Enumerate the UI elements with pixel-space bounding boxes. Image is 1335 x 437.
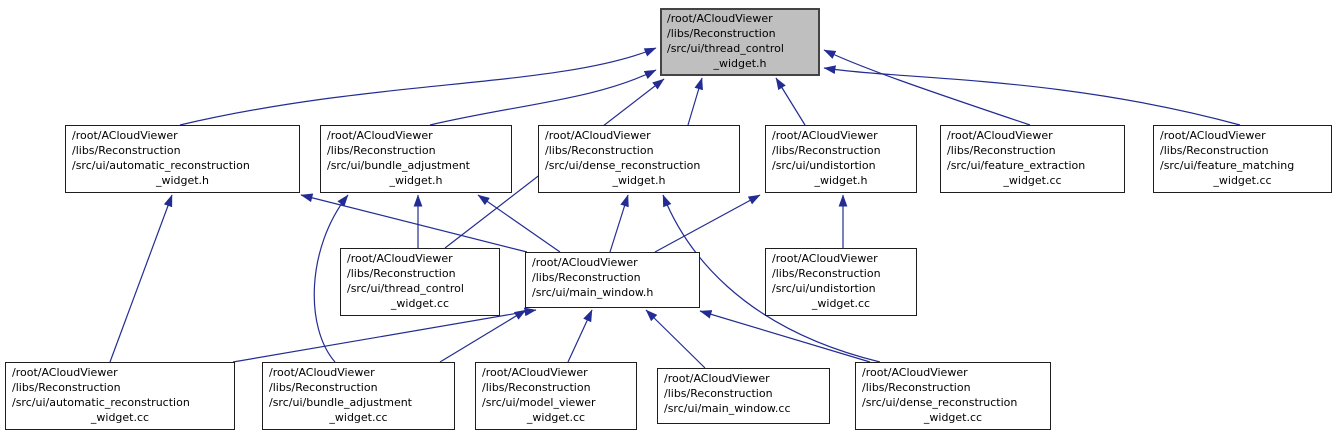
node-dense-reconstruction-widget-cc[interactable]: /root/ACloudViewer/libs/Reconstruction/s… bbox=[855, 362, 1051, 430]
node-label-line: /libs/Reconstruction bbox=[862, 381, 971, 394]
node-label-line: /src/ui/model_viewer bbox=[482, 396, 596, 409]
node-label-line: /src/ui/feature_matching bbox=[1160, 159, 1295, 172]
edge-bundle-adjustment-widget-cc-to-bundle-adjustment-widget-h bbox=[313, 194, 349, 363]
node-undistortion-widget-cc[interactable]: /root/ACloudViewer/libs/Reconstruction/s… bbox=[765, 248, 917, 316]
node-label-line: /root/ACloudViewer bbox=[12, 366, 118, 379]
node-label-line: /src/ui/bundle_adjustment bbox=[269, 396, 412, 409]
node-label-line: /src/ui/main_window.cc bbox=[664, 402, 791, 415]
edge-model-viewer-widget-cc-to-main-window-h bbox=[567, 309, 593, 363]
node-label-line: /root/ACloudViewer bbox=[772, 252, 878, 265]
node-label-line: /libs/Reconstruction bbox=[947, 144, 1056, 157]
node-label-line: /root/ACloudViewer bbox=[482, 366, 588, 379]
node-label-line: _widget.cc bbox=[1213, 174, 1272, 187]
edge-feature-extraction-widget-cc-to-thread-control-widget-h bbox=[823, 49, 1031, 126]
node-label-line: _widget.h bbox=[612, 174, 666, 187]
node-label-line: /root/ACloudViewer bbox=[664, 372, 770, 385]
node-label-line: _widget.h bbox=[814, 174, 868, 187]
edge-automatic-reconstruction-widget-cc-to-automatic-reconstruction-widget-h bbox=[109, 194, 173, 363]
node-automatic-reconstruction-widget-h[interactable]: /root/ACloudViewer/libs/Reconstruction/s… bbox=[65, 125, 300, 193]
node-label-line: _widget.h bbox=[713, 57, 767, 70]
node-label-line: /src/ui/bundle_adjustment bbox=[327, 159, 470, 172]
node-label-line: /libs/Reconstruction bbox=[72, 144, 181, 157]
node-label-line: /root/ACloudViewer bbox=[327, 129, 433, 142]
edge-main-window-h-to-dense-reconstruction-widget-h bbox=[609, 194, 629, 253]
node-undistortion-widget-h[interactable]: /root/ACloudViewer/libs/Reconstruction/s… bbox=[765, 125, 917, 193]
node-label-line: /libs/Reconstruction bbox=[532, 271, 641, 284]
node-label-line: /src/ui/undistortion bbox=[772, 159, 876, 172]
node-bundle-adjustment-widget-h[interactable]: /root/ACloudViewer/libs/Reconstruction/s… bbox=[320, 125, 512, 193]
edge-automatic-reconstruction-widget-h-to-thread-control-widget-h bbox=[179, 47, 657, 126]
node-thread-control-widget-cc[interactable]: /root/ACloudViewer/libs/Reconstruction/s… bbox=[340, 248, 500, 316]
node-label-line: /libs/Reconstruction bbox=[772, 267, 881, 280]
node-label-line: /root/ACloudViewer bbox=[532, 256, 638, 269]
edge-undistortion-widget-h-to-thread-control-widget-h bbox=[775, 77, 806, 126]
edge-feature-matching-widget-cc-to-thread-control-widget-h bbox=[823, 65, 1241, 126]
node-bundle-adjustment-widget-cc[interactable]: /root/ACloudViewer/libs/Reconstruction/s… bbox=[262, 362, 455, 430]
edge-dense-reconstruction-widget-h-to-thread-control-widget-h bbox=[687, 77, 703, 126]
edge-main-window-h-to-automatic-reconstruction-widget-h bbox=[300, 193, 528, 253]
node-label-line: /libs/Reconstruction bbox=[1160, 144, 1269, 157]
node-label-line: /libs/Reconstruction bbox=[664, 387, 773, 400]
node-label-line: /root/ACloudViewer bbox=[667, 12, 773, 25]
node-label-line: /src/ui/thread_control bbox=[347, 282, 464, 295]
node-label-line: _widget.cc bbox=[329, 411, 388, 424]
edge-automatic-reconstruction-widget-cc-to-main-window-h bbox=[232, 307, 537, 363]
node-label-line: /src/ui/automatic_reconstruction bbox=[72, 159, 250, 172]
node-label-line: /src/ui/thread_control bbox=[667, 42, 784, 55]
node-label-line: /root/ACloudViewer bbox=[1160, 129, 1266, 142]
node-label-line: /root/ACloudViewer bbox=[862, 366, 968, 379]
edge-dense-reconstruction-widget-cc-to-main-window-h bbox=[699, 310, 871, 363]
edge-main-window-h-to-bundle-adjustment-widget-h bbox=[477, 194, 561, 253]
node-feature-matching-widget-cc[interactable]: /root/ACloudViewer/libs/Reconstruction/s… bbox=[1153, 125, 1332, 193]
node-label-line: _widget.h bbox=[389, 174, 443, 187]
node-label-line: /libs/Reconstruction bbox=[327, 144, 436, 157]
node-dense-reconstruction-widget-h[interactable]: /root/ACloudViewer/libs/Reconstruction/s… bbox=[538, 125, 740, 193]
node-label-line: _widget.cc bbox=[923, 411, 983, 424]
node-label-line: _widget.cc bbox=[390, 297, 450, 310]
edge-main-window-cc-to-main-window-h bbox=[645, 309, 706, 369]
node-label-line: _widget.h bbox=[155, 174, 210, 187]
node-label-line: /root/ACloudViewer bbox=[269, 366, 375, 379]
edge-bundle-adjustment-widget-cc-to-main-window-h bbox=[439, 309, 527, 363]
node-label-line: /libs/Reconstruction bbox=[772, 144, 881, 157]
node-main-window-h[interactable]: /root/ACloudViewer/libs/Reconstruction/s… bbox=[525, 252, 700, 308]
edge-dense-reconstruction-widget-cc-to-dense-reconstruction-widget-h bbox=[662, 194, 881, 363]
node-label-line: /src/ui/dense_reconstruction bbox=[862, 396, 1018, 409]
node-label-line: _widget.cc bbox=[526, 411, 586, 424]
node-label-line: _widget.cc bbox=[90, 411, 150, 424]
node-label-line: /libs/Reconstruction bbox=[482, 381, 591, 394]
node-label-line: /src/ui/automatic_reconstruction bbox=[12, 396, 190, 409]
node-label-line: /root/ACloudViewer bbox=[545, 129, 651, 142]
node-label-line: /libs/Reconstruction bbox=[347, 267, 456, 280]
edge-main-window-h-to-undistortion-widget-h bbox=[654, 194, 761, 253]
node-main-window-cc[interactable]: /root/ACloudViewer/libs/Reconstruction/s… bbox=[657, 368, 830, 424]
node-automatic-reconstruction-widget-cc[interactable]: /root/ACloudViewer/libs/Reconstruction/s… bbox=[5, 362, 235, 430]
node-model-viewer-widget-cc[interactable]: /root/ACloudViewer/libs/Reconstruction/s… bbox=[475, 362, 637, 430]
node-label-line: /libs/Reconstruction bbox=[269, 381, 378, 394]
node-label-line: _widget.cc bbox=[1003, 174, 1062, 187]
edge-bundle-adjustment-widget-h-to-thread-control-widget-h bbox=[429, 69, 657, 126]
node-label-line: /src/ui/dense_reconstruction bbox=[545, 159, 701, 172]
node-feature-extraction-widget-cc[interactable]: /root/ACloudViewer/libs/Reconstruction/s… bbox=[940, 125, 1125, 193]
node-label-line: /root/ACloudViewer bbox=[772, 129, 878, 142]
node-label-line: _widget.cc bbox=[811, 297, 871, 310]
node-label-line: /src/ui/main_window.h bbox=[532, 286, 654, 299]
node-label-line: /libs/Reconstruction bbox=[545, 144, 654, 157]
node-label-line: /libs/Reconstruction bbox=[667, 27, 776, 40]
node-label-line: /root/ACloudViewer bbox=[347, 252, 453, 265]
node-label-line: /libs/Reconstruction bbox=[12, 381, 121, 394]
node-label-line: /root/ACloudViewer bbox=[72, 129, 178, 142]
node-label-line: /root/ACloudViewer bbox=[947, 129, 1053, 142]
node-label-line: /src/ui/undistortion bbox=[772, 282, 876, 295]
node-thread-control-widget-h: /root/ACloudViewer/libs/Reconstruction/s… bbox=[660, 8, 820, 76]
node-label-line: /src/ui/feature_extraction bbox=[947, 159, 1086, 172]
